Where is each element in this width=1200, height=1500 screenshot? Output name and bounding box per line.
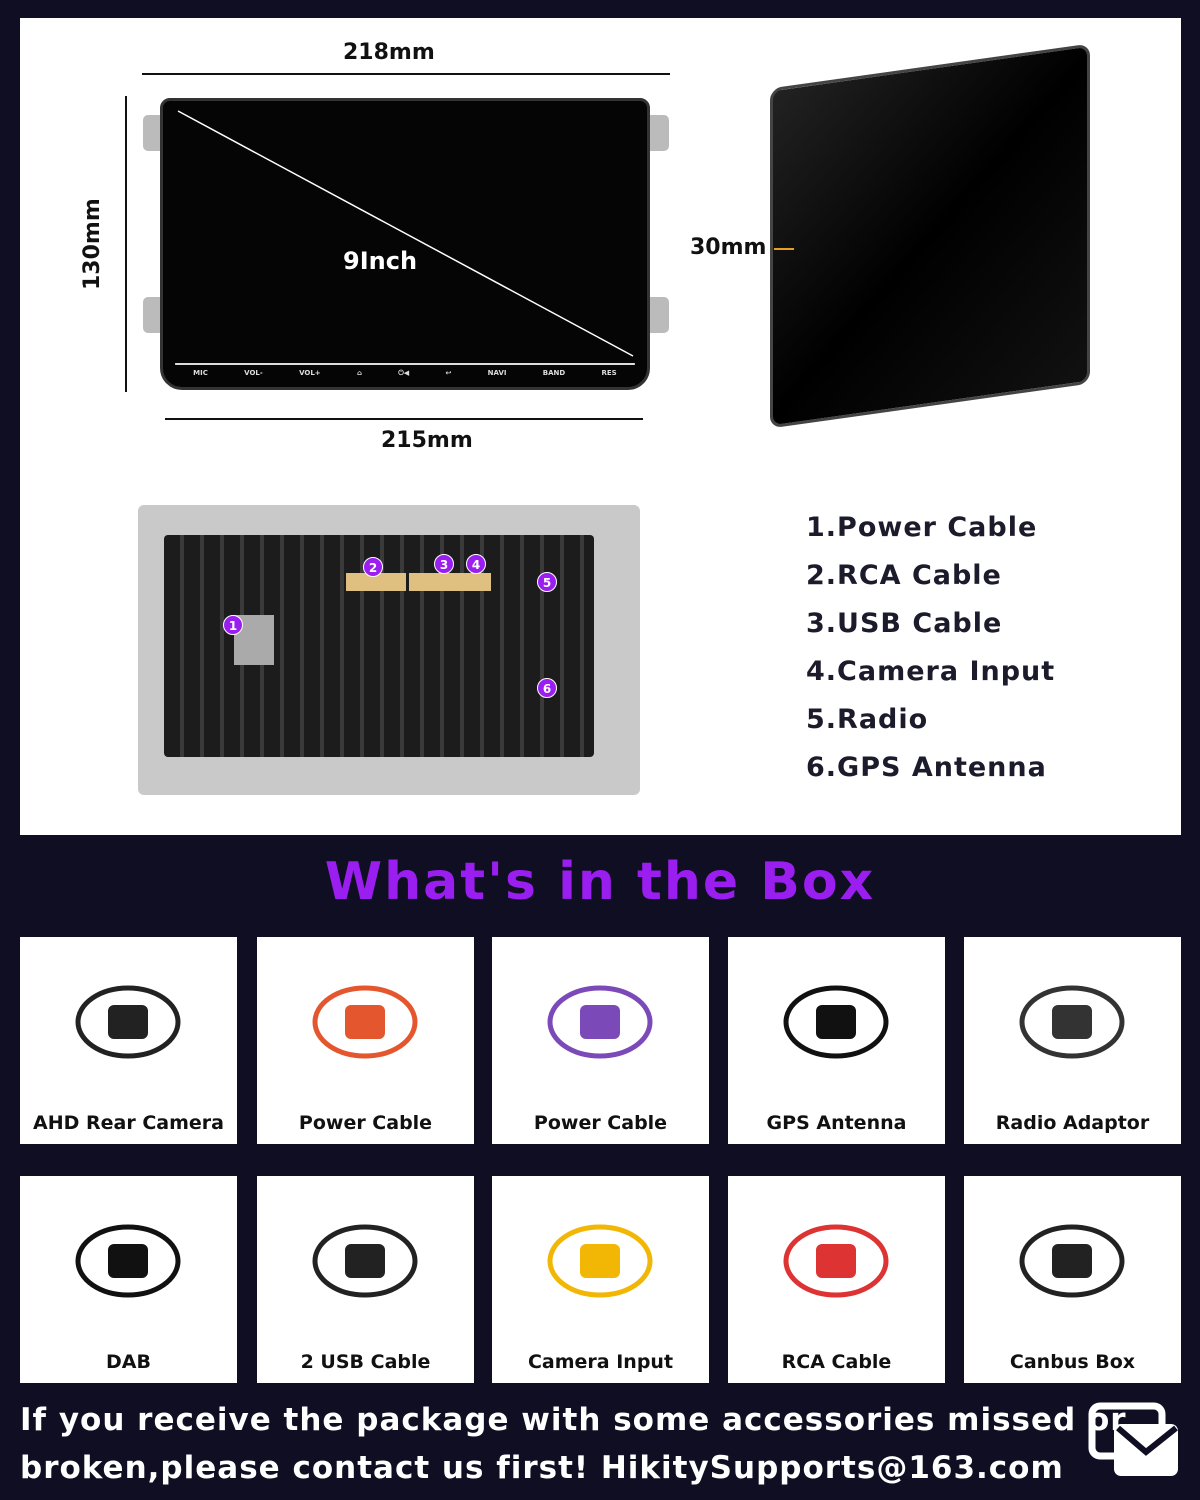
- item-image: [768, 967, 905, 1077]
- box-item-power-cable: Power Cable: [492, 937, 709, 1144]
- item-image: [1004, 1206, 1141, 1316]
- port-item: 3.USB Cable: [806, 608, 1003, 639]
- box-item-power-cable: Power Cable: [257, 937, 474, 1144]
- item-image: [532, 967, 669, 1077]
- item-label: AHD Rear Camera: [33, 1112, 224, 1134]
- box-title: What's in the Box: [324, 852, 876, 912]
- depth-marker: [774, 248, 794, 250]
- port-item: 6.GPS Antenna: [806, 752, 1047, 783]
- width-bottom-line: [165, 418, 643, 420]
- port-marker-3: 3: [434, 554, 454, 574]
- power-mute-icon: ⏻◀: [398, 368, 410, 377]
- front-screen-image: 9Inch MIC VOL- VOL+ ⌂ ⏻◀ ↩ NAVI BAND RES: [160, 98, 650, 390]
- side-view-image: [770, 43, 1090, 429]
- item-image: [297, 967, 434, 1077]
- footer-line-2: broken,please contact us first! HikitySu…: [20, 1450, 1064, 1486]
- box-item-rca-cable: RCA Cable: [728, 1176, 945, 1383]
- width-top-line: [142, 73, 670, 75]
- port-marker-1: 1: [223, 615, 243, 635]
- mic-label: MIC: [193, 369, 208, 377]
- box-item-gps-antenna: GPS Antenna: [728, 937, 945, 1144]
- item-image: [532, 1206, 669, 1316]
- item-image: [1004, 967, 1141, 1077]
- footer-line-1: If you receive the package with some acc…: [20, 1402, 1127, 1438]
- port-item: 1.Power Cable: [806, 512, 1038, 543]
- item-label: Power Cable: [298, 1112, 433, 1134]
- box-item-ahd-rear-camera: AHD Rear Camera: [20, 937, 237, 1144]
- item-label: Camera Input: [527, 1351, 674, 1373]
- connector: [346, 573, 406, 591]
- box-item-2-usb-cable: 2 USB Cable: [257, 1176, 474, 1383]
- vol-up-button: VOL+: [299, 369, 321, 377]
- item-image: [60, 1206, 197, 1316]
- item-label: GPS Antenna: [766, 1112, 907, 1134]
- height-line: [125, 96, 127, 392]
- item-label: RCA Cable: [781, 1351, 892, 1373]
- box-item-dab: DAB: [20, 1176, 237, 1383]
- port-item: 4.Camera Input: [806, 656, 1056, 687]
- width-bottom-label: 215mm: [381, 428, 473, 453]
- port-list: 1.Power Cable 2.RCA Cable 3.USB Cable 4.…: [806, 512, 1055, 800]
- port-item: 5.Radio: [806, 704, 929, 735]
- back-icon: ↩: [445, 369, 452, 377]
- port-item: 2.RCA Cable: [806, 560, 1002, 591]
- mail-icon: [1088, 1402, 1178, 1476]
- back-view-image: 1 2 3 4 5 6: [138, 505, 640, 795]
- vol-down-button: VOL-: [244, 369, 263, 377]
- item-image: [768, 1206, 905, 1316]
- item-image: [297, 1206, 434, 1316]
- home-icon: ⌂: [356, 369, 362, 377]
- item-label: DAB: [106, 1351, 151, 1373]
- item-label: Canbus Box: [1009, 1351, 1136, 1373]
- depth-label: 30mm: [690, 235, 767, 260]
- port-marker-4: 4: [466, 554, 486, 574]
- item-label: Radio Adaptor: [995, 1112, 1150, 1134]
- port-marker-6: 6: [537, 678, 557, 698]
- item-label: Power Cable: [533, 1112, 668, 1134]
- navi-button: NAVI: [487, 369, 507, 377]
- item-image: [60, 967, 197, 1077]
- front-button-row: MIC VOL- VOL+ ⌂ ⏻◀ ↩ NAVI BAND RES: [175, 363, 635, 381]
- box-item-canbus-box: Canbus Box: [964, 1176, 1181, 1383]
- port-marker-5: 5: [537, 572, 557, 592]
- item-label: 2 USB Cable: [300, 1351, 431, 1373]
- connector: [409, 573, 491, 591]
- res-label: RES: [601, 369, 617, 377]
- height-label: 130mm: [80, 198, 105, 290]
- port-marker-2: 2: [363, 557, 383, 577]
- band-button: BAND: [542, 369, 566, 377]
- width-top-label: 218mm: [343, 40, 435, 65]
- box-item-camera-input: Camera Input: [492, 1176, 709, 1383]
- screen-size-label: 9Inch: [343, 247, 418, 275]
- footer-notice: If you receive the package with some acc…: [20, 1396, 1127, 1492]
- box-item-radio-adaptor: Radio Adaptor: [964, 937, 1181, 1144]
